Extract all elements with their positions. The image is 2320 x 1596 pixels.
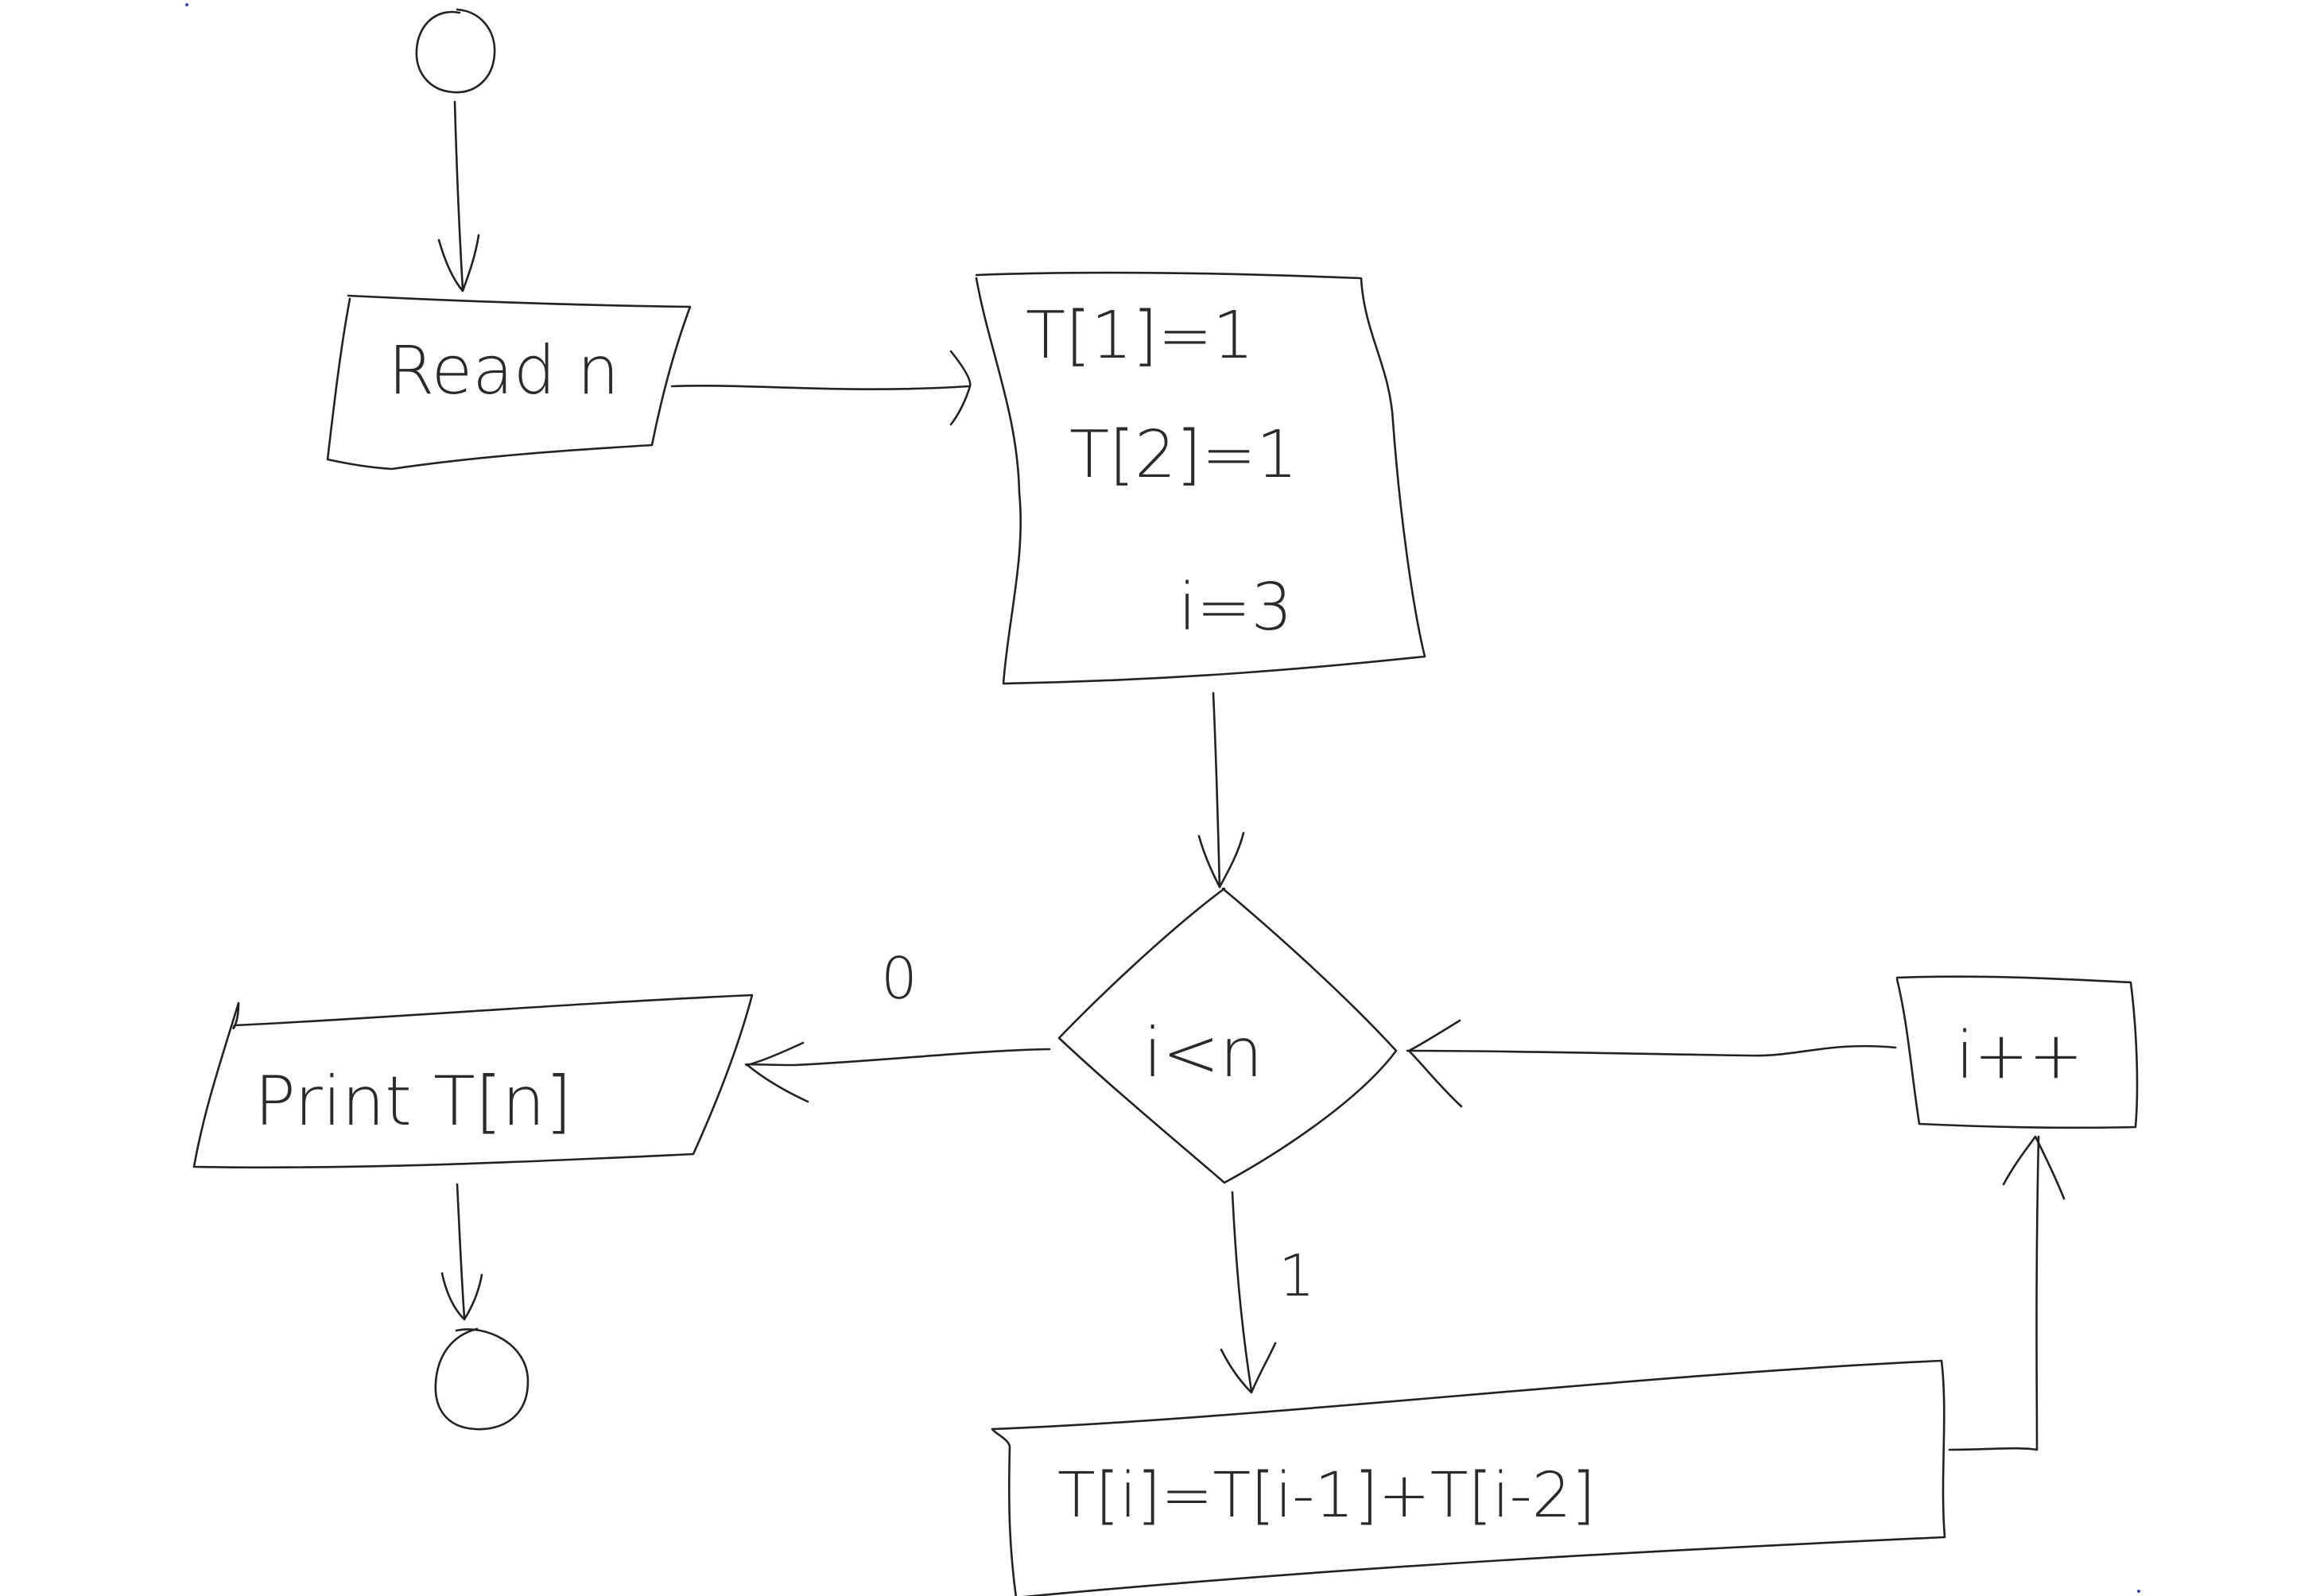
arrow-cond-to-print bbox=[744, 1041, 1051, 1103]
read-label: Read n bbox=[388, 331, 619, 409]
arrow-init-to-cond bbox=[1197, 691, 1245, 889]
condition-decision-node: i<n bbox=[1057, 887, 1398, 1184]
increment-node: i++ bbox=[1895, 975, 2139, 1129]
arrow-start-to-read bbox=[437, 100, 480, 292]
print-label: Print T[n] bbox=[254, 1062, 572, 1141]
stray-dot bbox=[185, 3, 188, 6]
init-line-2: T[2]=1 bbox=[1069, 417, 1298, 493]
condition-label: i<n bbox=[1143, 1013, 1263, 1093]
stray-dot bbox=[2137, 1590, 2140, 1593]
arrow-incr-to-cond bbox=[1406, 1019, 1897, 1108]
true-branch-label: 1 bbox=[1278, 1242, 1315, 1309]
end-node bbox=[434, 1327, 530, 1431]
increment-label: i++ bbox=[1956, 1018, 2083, 1094]
arrow-print-to-end bbox=[440, 1183, 483, 1321]
compute-label: T[i]=T[i-1]+T[i-2] bbox=[1057, 1460, 1596, 1532]
arrow-compute-to-incr bbox=[1948, 1135, 2066, 1451]
arrow-read-to-init bbox=[670, 350, 972, 426]
arrow-cond-to-compute bbox=[1220, 1191, 1277, 1394]
compute-process-node: T[i]=T[i-1]+T[i-2] bbox=[991, 1359, 1946, 1596]
false-branch-label: 0 bbox=[881, 945, 918, 1012]
read-input-node: Read n bbox=[326, 294, 692, 471]
init-line-3: i=3 bbox=[1178, 570, 1293, 645]
init-process-node: T[1]=1 T[2]=1 i=3 bbox=[975, 271, 1426, 685]
start-node bbox=[415, 8, 496, 94]
print-output-node: Print T[n] bbox=[192, 994, 754, 1169]
init-line-1: T[1]=1 bbox=[1026, 298, 1254, 374]
